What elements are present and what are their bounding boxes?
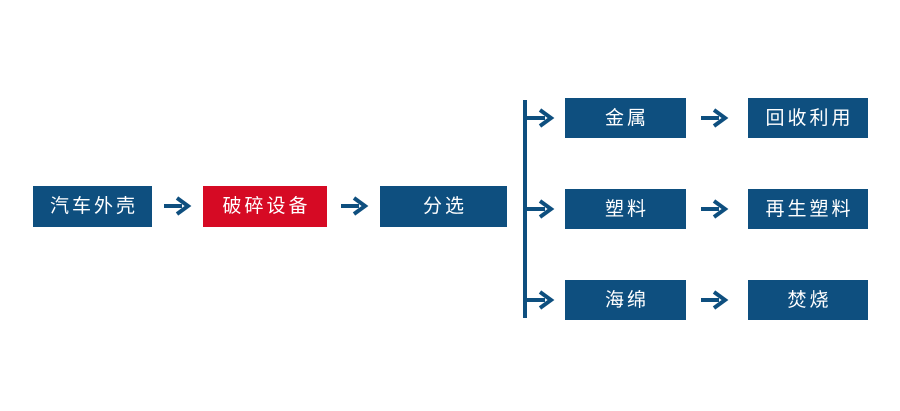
arrow-sponge-to-incineration <box>700 288 729 312</box>
branch-arrow-to-metal <box>525 106 555 130</box>
node-sorting[interactable]: 分选 <box>380 186 507 227</box>
node-recycle-reuse[interactable]: 回收利用 <box>748 98 868 138</box>
arrow-metal-to-recycle <box>700 106 729 130</box>
node-car-shell[interactable]: 汽车外壳 <box>33 186 152 227</box>
arrow-plastic-to-regenerated <box>700 197 729 221</box>
node-regenerated-plastic[interactable]: 再生塑料 <box>748 189 868 229</box>
arrow-shredder-to-sorting <box>340 194 369 218</box>
node-plastic[interactable]: 塑料 <box>565 189 686 229</box>
node-sponge[interactable]: 海绵 <box>565 280 686 320</box>
node-metal[interactable]: 金属 <box>565 98 686 138</box>
branch-arrow-to-plastic <box>525 197 555 221</box>
branch-arrow-to-sponge <box>525 288 555 312</box>
node-incineration[interactable]: 焚烧 <box>748 280 868 320</box>
node-shredder-equipment[interactable]: 破碎设备 <box>203 186 327 227</box>
arrow-shell-to-shredder <box>163 194 192 218</box>
